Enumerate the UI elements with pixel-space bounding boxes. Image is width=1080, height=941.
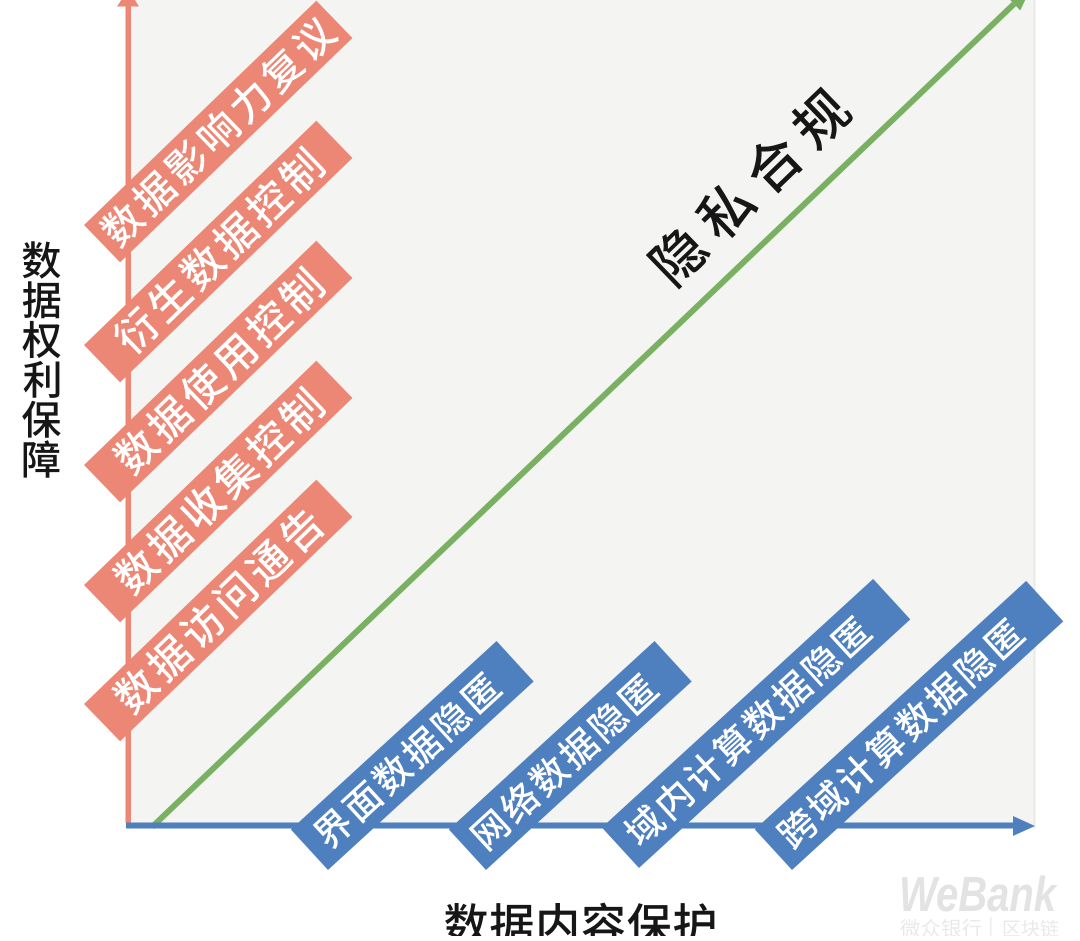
- svg-text:WeBank: WeBank: [899, 867, 1058, 922]
